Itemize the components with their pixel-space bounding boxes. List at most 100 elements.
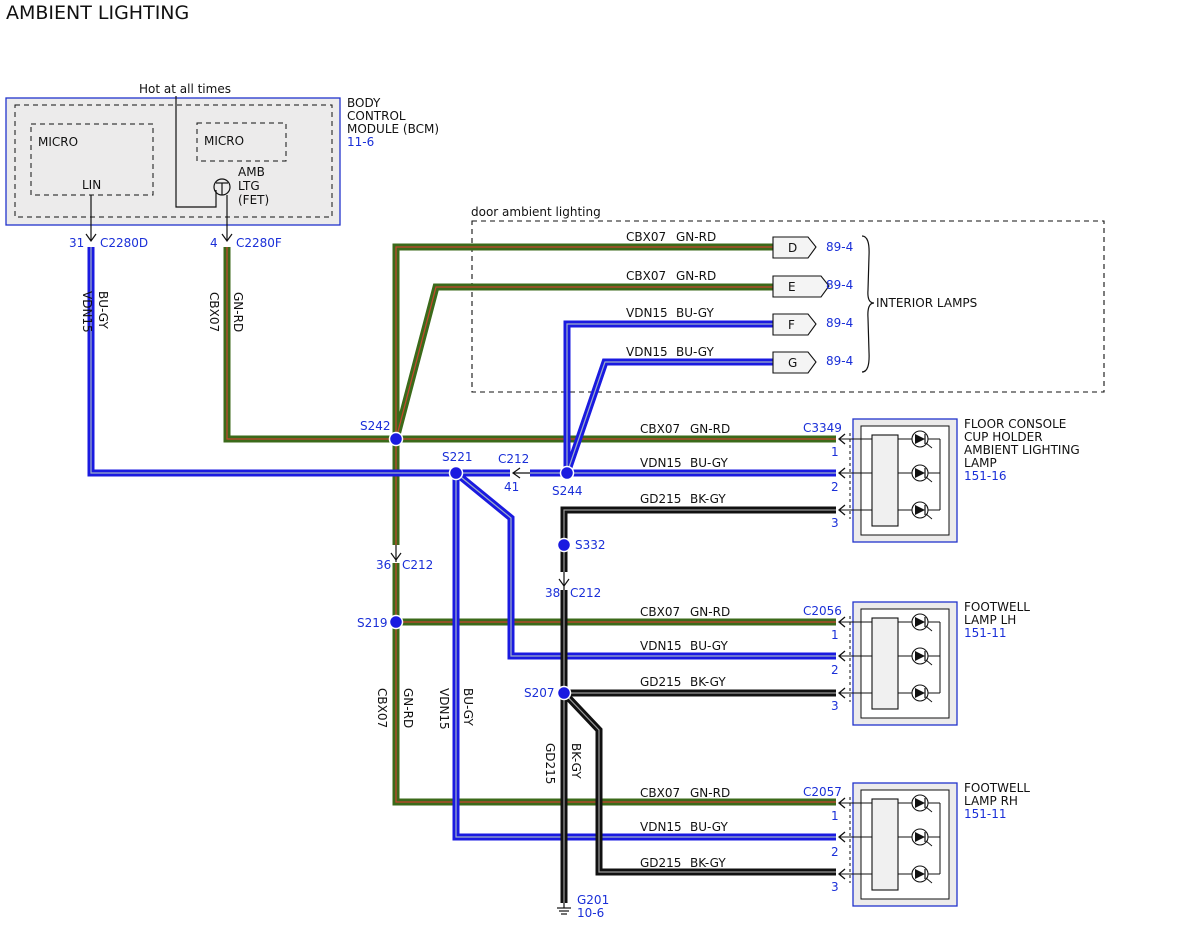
vdn15-lower-color: BU-GY: [461, 688, 475, 726]
lamp2-wire2-circuit: VDN15: [640, 639, 682, 653]
lamp2-pin2: 2: [831, 663, 839, 677]
lamp-footwell-lh: CBX07 GN-RD VDN15 BU-GY GD215 BK-GY C205…: [640, 600, 1030, 713]
lamp1-led2-diode: [915, 468, 925, 478]
lamp2-driver-block: [871, 617, 899, 710]
door-ref-g: 89-4: [826, 354, 853, 368]
lamp1-connector: C3349: [803, 421, 842, 435]
micro-left-label: MICRO: [38, 135, 78, 149]
door-letter-d: D: [788, 241, 797, 255]
green-wires: [223, 243, 836, 806]
splice-s219-label: S219: [357, 616, 388, 630]
splice-s221-label: S221: [442, 450, 473, 464]
lamp3-driver-block: [871, 798, 899, 891]
green-wire-tracers: [226, 246, 836, 803]
lamp1-wire1-color: GN-RD: [690, 422, 730, 436]
door-circuit-g: VDN15: [626, 345, 668, 359]
micro-right-box: [196, 122, 287, 162]
lamp3-wire1-circuit: CBX07: [640, 786, 680, 800]
splice-s207: [556, 685, 572, 701]
lamp1-name-4: LAMP: [964, 456, 997, 470]
c2280f-chevron-icon: [221, 233, 233, 243]
door-connector-d: D 89-4 CBX07 GN-RD: [626, 230, 853, 259]
cbx07-bcm-to-s242: [223, 247, 396, 443]
door-ref-e: 89-4: [826, 278, 853, 292]
power-feed-wire: [175, 96, 217, 208]
lamp3-led1-ray: [925, 806, 933, 813]
c212-38-chevron-icon: [558, 578, 570, 588]
lamp2-wire2-color: BU-GY: [690, 639, 728, 653]
fet-label-3: (FET): [238, 193, 269, 207]
pin-lin: 31: [69, 236, 84, 250]
door-letter-e: E: [788, 280, 796, 294]
door-color-f: BU-GY: [676, 306, 714, 320]
cbx07-vert-color: GN-RD: [231, 292, 245, 332]
door-color-e: GN-RD: [676, 269, 716, 283]
door-circuit-f: VDN15: [626, 306, 668, 320]
lamp2-wire3-circuit: GD215: [640, 675, 681, 689]
door-circuit-d: CBX07: [626, 230, 666, 244]
lamp1-led1-diode: [915, 434, 925, 444]
blue-wire-tracers: [90, 247, 836, 838]
lamp1-wire2-color: BU-GY: [690, 456, 728, 470]
cbx07-vert-circuit: CBX07: [207, 292, 221, 332]
c212-41-pin: 41: [504, 480, 519, 494]
gd215-s207-to-c2057: [561, 690, 836, 876]
lamp3-led1-diode: [915, 798, 925, 808]
door-title: door ambient lighting: [471, 205, 601, 219]
lamp-module-bodies: [837, 418, 958, 907]
c212-36-chevron-icon: [390, 552, 402, 562]
door-ref-f: 89-4: [826, 316, 853, 330]
splices: S242 S221 S244 S332 S219 S207: [357, 419, 606, 701]
ground-g201: G201 10-6: [557, 893, 609, 920]
splice-s332-label: S332: [575, 538, 606, 552]
lamp3-led2-ray: [925, 840, 933, 847]
interior-lamps-label: INTERIOR LAMPS: [876, 296, 977, 310]
lamp2-connector: C2056: [803, 604, 842, 618]
splice-s242: [388, 431, 404, 447]
interior-lamps-brace: [861, 235, 875, 373]
lamp1-pin2: 2: [831, 480, 839, 494]
lamp1-wire1-circuit: CBX07: [640, 422, 680, 436]
door-color-d: GN-RD: [676, 230, 716, 244]
lamp3-ref: 151-11: [964, 807, 1007, 821]
gd215-lower-color: BK-GY: [569, 743, 583, 779]
lamp3-pin3: 3: [831, 880, 839, 894]
door-connectors: D 89-4 CBX07 GN-RD E 89-4 CBX07 GN-RD F …: [626, 230, 853, 374]
door-connector-g: G 89-4 VDN15 BU-GY: [626, 345, 853, 374]
pin-fet: 4: [210, 236, 218, 250]
bcm-name-2: CONTROL: [347, 109, 406, 123]
lamp3-wire3-circuit: GD215: [640, 856, 681, 870]
cbx07-lower-circuit: CBX07: [375, 688, 389, 728]
door-color-g: BU-GY: [676, 345, 714, 359]
cbx07-s242-to-door-d: [392, 243, 773, 439]
splice-s207-label: S207: [524, 686, 555, 700]
lamp-footwell-rh: CBX07 GN-RD VDN15 BU-GY GD215 BK-GY C205…: [640, 781, 1030, 894]
door-ref-d: 89-4: [826, 240, 853, 254]
vdn15-lower-circuit: VDN15: [437, 688, 451, 730]
lamp-floor-console: CBX07 GN-RD VDN15 BU-GY GD215 BK-GY C334…: [640, 417, 1080, 530]
door-circuit-e: CBX07: [626, 269, 666, 283]
lamp3-wire3-color: BK-GY: [690, 856, 726, 870]
lamp2-led3-ray: [925, 696, 933, 703]
lamp2-pin1: 1: [831, 628, 839, 642]
gd215-lower-circuit: GD215: [543, 743, 557, 784]
door-ambient-lighting-group: door ambient lighting INTERIOR LAMPS: [471, 205, 1105, 393]
lamp2-led2-diode: [915, 651, 925, 661]
lamp1-led3-ray: [925, 513, 933, 520]
lamp1-wire3-color: BK-GY: [690, 492, 726, 506]
lamp2-ref: 151-11: [964, 626, 1007, 640]
lin-label: LIN: [82, 178, 101, 192]
lamp3-wire2-circuit: VDN15: [640, 820, 682, 834]
door-connector-f: F 89-4 VDN15 BU-GY: [626, 306, 853, 336]
lamp2-pin3: 3: [831, 699, 839, 713]
lamp1-pin1: 1: [831, 445, 839, 459]
lamp3-led3-ray: [925, 877, 933, 884]
ground-name: G201: [577, 893, 609, 907]
door-letter-f: F: [788, 318, 795, 332]
conn-c2280d: C2280D: [100, 236, 148, 250]
fet-label-2: LTG: [238, 179, 260, 193]
lamp2-led2-ray: [925, 659, 933, 666]
bcm-ref: 11-6: [347, 135, 374, 149]
ground-ref: 10-6: [577, 906, 604, 920]
